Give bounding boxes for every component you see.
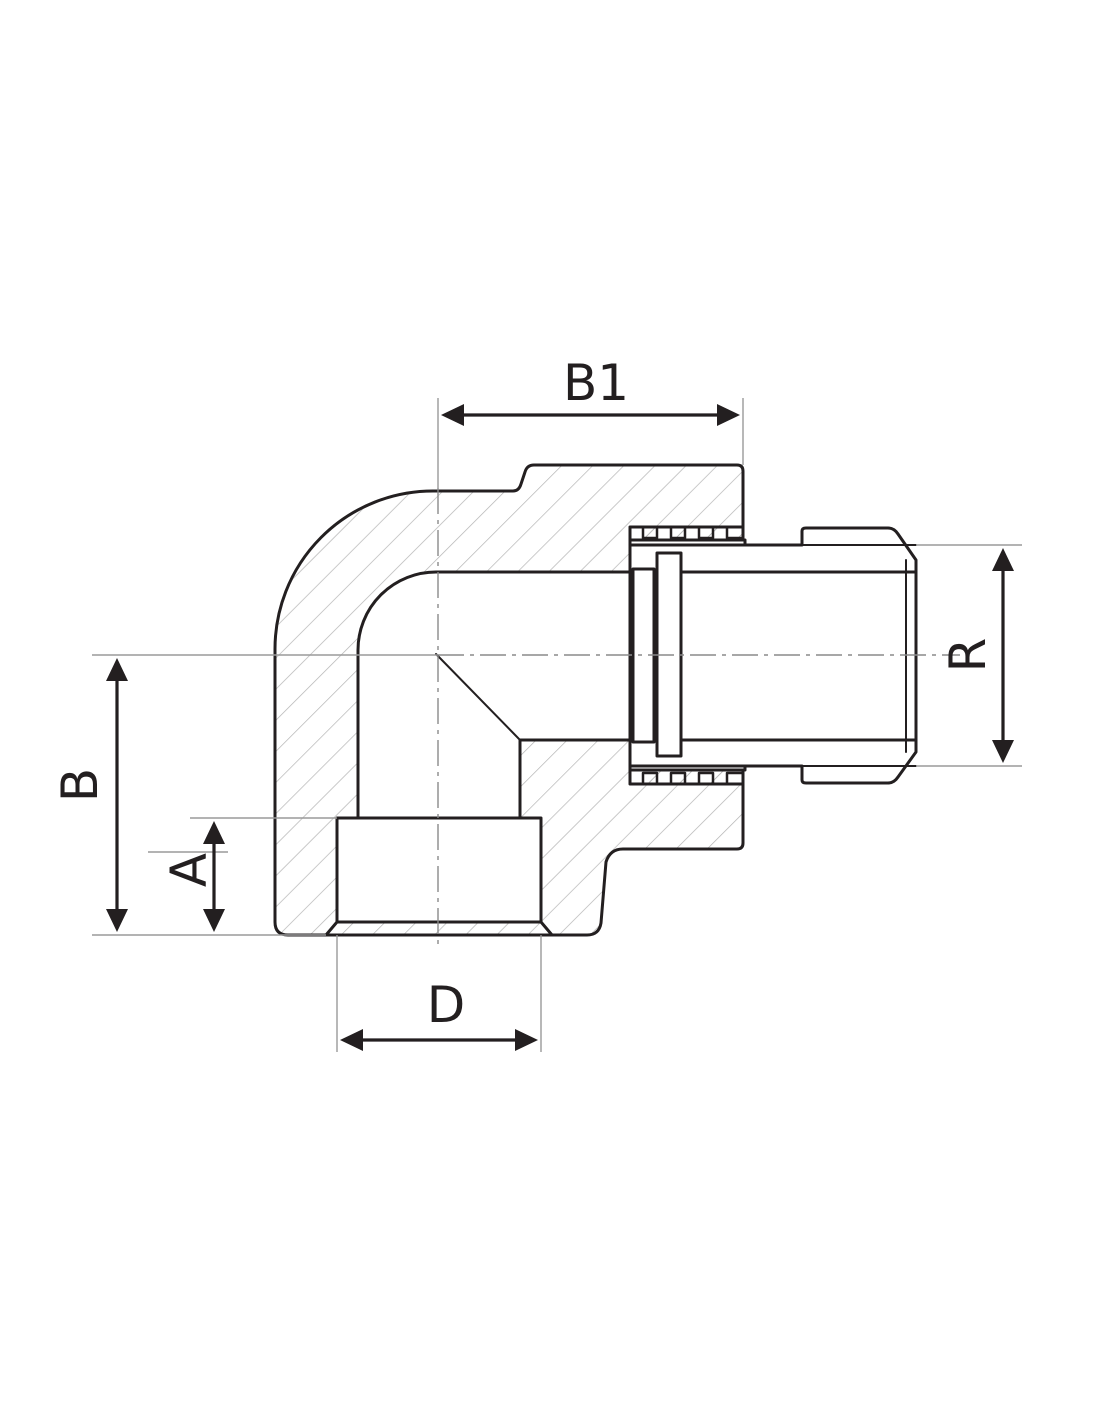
dimension-a: A [160,821,225,932]
dimension-b1: B1 [441,354,740,426]
internal-bore [324,570,632,937]
dimension-d: D [340,976,538,1051]
dimension-label-b1: B1 [563,354,629,412]
gasket-ring [631,551,683,758]
dimension-label-r: R [939,638,997,673]
dimension-label-d: D [427,976,466,1034]
extension-lines [92,398,1022,1052]
center-lines [437,488,960,944]
dimension-r: R [939,548,1014,763]
dimension-b: B [51,658,128,932]
dimension-label-a: A [160,853,218,887]
dimension-label-b: B [51,768,109,802]
male-threaded-tailpiece [628,526,918,785]
